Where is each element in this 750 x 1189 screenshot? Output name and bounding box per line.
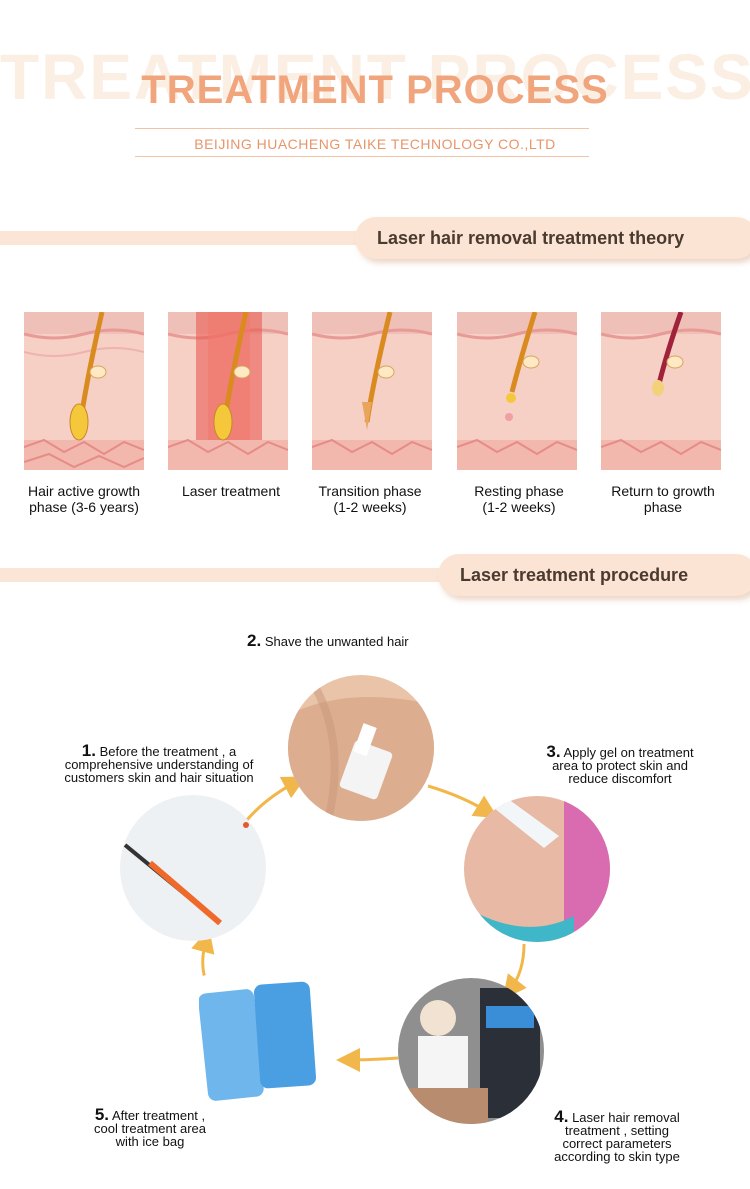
step-2-caption: 2. Shave the unwanted hair [247,631,409,650]
section-heading-theory-label: Laser hair removal treatment theory [377,227,685,248]
title-rule-top [135,128,589,129]
step-4-caption: 4. Laser hair removal treatment , settin… [554,1107,680,1164]
page-title: TREATMENT PROCESS [141,68,609,112]
section-heading-theory: Laser hair removal treatment theory [355,217,750,259]
phase-caption-laser: Laser treatment [181,483,281,499]
phase-caption-resting: Resting phase(1-2 weeks) [474,483,564,515]
step-5-caption: 5. After treatment , cool treatment area… [93,1105,206,1149]
phase-caption-transition: Transition phase(1-2 weeks) [318,483,422,515]
title-rule-bottom [135,156,589,157]
phase-image-transition [312,312,432,470]
step-2-shave-photo [288,675,434,821]
section-heading-procedure-label: Laser treatment procedure [460,564,689,585]
phase-image-regrowth [601,312,721,470]
section-heading-procedure: Laser treatment procedure [438,554,750,596]
step-1-caption: 1. Before the treatment , a comprehensiv… [64,741,254,785]
phase-image-growth [24,312,144,470]
phase-image-laser [168,312,288,470]
company-name: BEIJING HUACHENG TAIKE TECHNOLOGY CO.,LT… [194,136,556,152]
background-title-watermark: TREATMENT PROCESS [0,41,750,113]
step-4-laser-treatment-photo [398,978,544,1124]
step-5-ice-bag-photo [199,975,317,1105]
step-3-gel-photo [464,796,610,942]
step-3-caption: 3. Apply gel on treatment area to protec… [546,742,694,786]
phase-image-resting [457,312,577,470]
step-1-consultation-photo [120,795,266,941]
